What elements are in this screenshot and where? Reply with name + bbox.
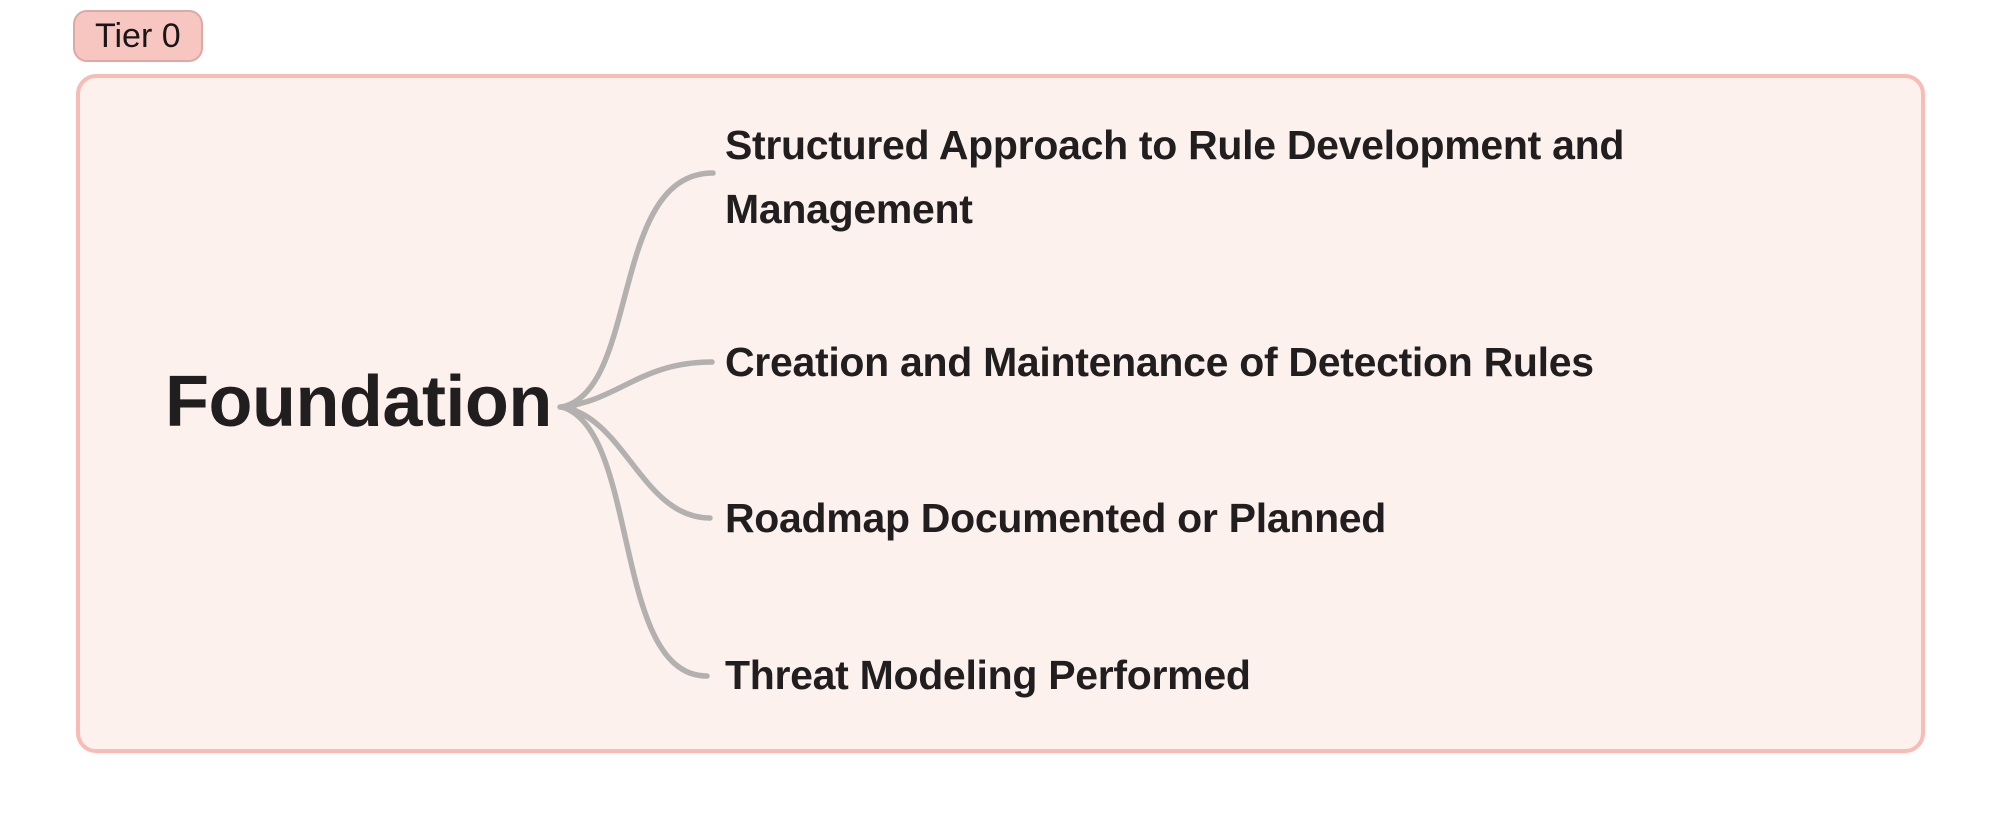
child-node-structured-approach: Structured Approach to Rule Development … [725,122,1625,232]
tier-panel [76,74,1925,753]
root-node-foundation: Foundation [165,362,552,442]
child-node-creation-maintenance: Creation and Maintenance of Detection Ru… [725,339,1594,385]
tier-badge: Tier 0 [73,10,203,62]
child-node-threat-modeling: Threat Modeling Performed [725,652,1251,698]
child-node-roadmap: Roadmap Documented or Planned [725,495,1387,541]
tier-badge-label: Tier 0 [95,17,181,55]
